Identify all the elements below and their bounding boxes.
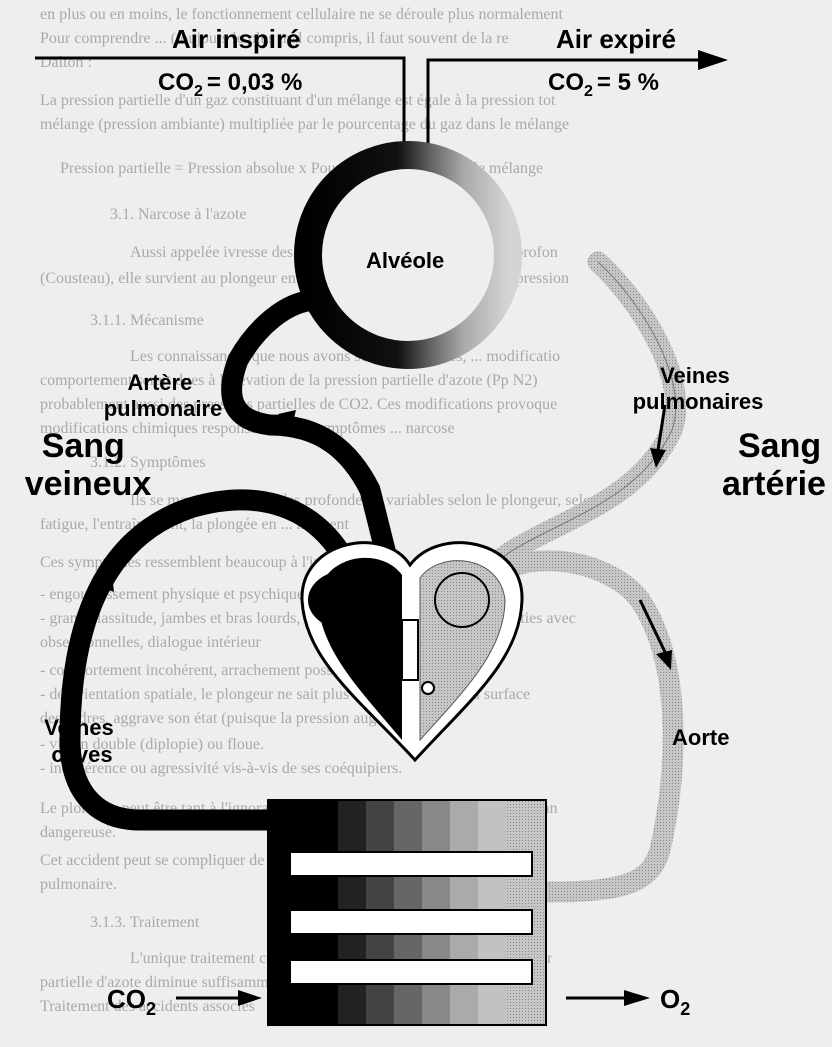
label-veines-caves: Veines caves	[44, 715, 120, 767]
label-o2-bottom: O2	[660, 984, 690, 1019]
heart	[302, 543, 522, 760]
label-veines-pulmonaires: Veines pulmonaires	[633, 363, 764, 414]
veines-caves	[70, 500, 345, 820]
label-artere-pulmonaire: Artère pulmonaire	[104, 370, 223, 421]
label-co2-inspire: CO2= 0,03 %	[158, 69, 302, 100]
co2-out-arrow	[176, 990, 262, 1006]
label-co2-expire: CO2= 5 %	[548, 69, 659, 100]
label-sang-arteriel: Sang artérie	[722, 427, 831, 503]
label-aorte: Aorte	[672, 725, 729, 750]
label-air-expire: Air expiré	[556, 24, 676, 54]
o2-out-arrow	[566, 990, 650, 1006]
label-co2-bottom: CO2	[107, 984, 156, 1019]
label-air-inspire: Air inspiré	[172, 24, 301, 54]
tissue-block	[268, 800, 546, 1025]
label-sang-veineux: Sang veineux	[25, 427, 152, 503]
label-alveole: Alvéole	[366, 248, 444, 273]
